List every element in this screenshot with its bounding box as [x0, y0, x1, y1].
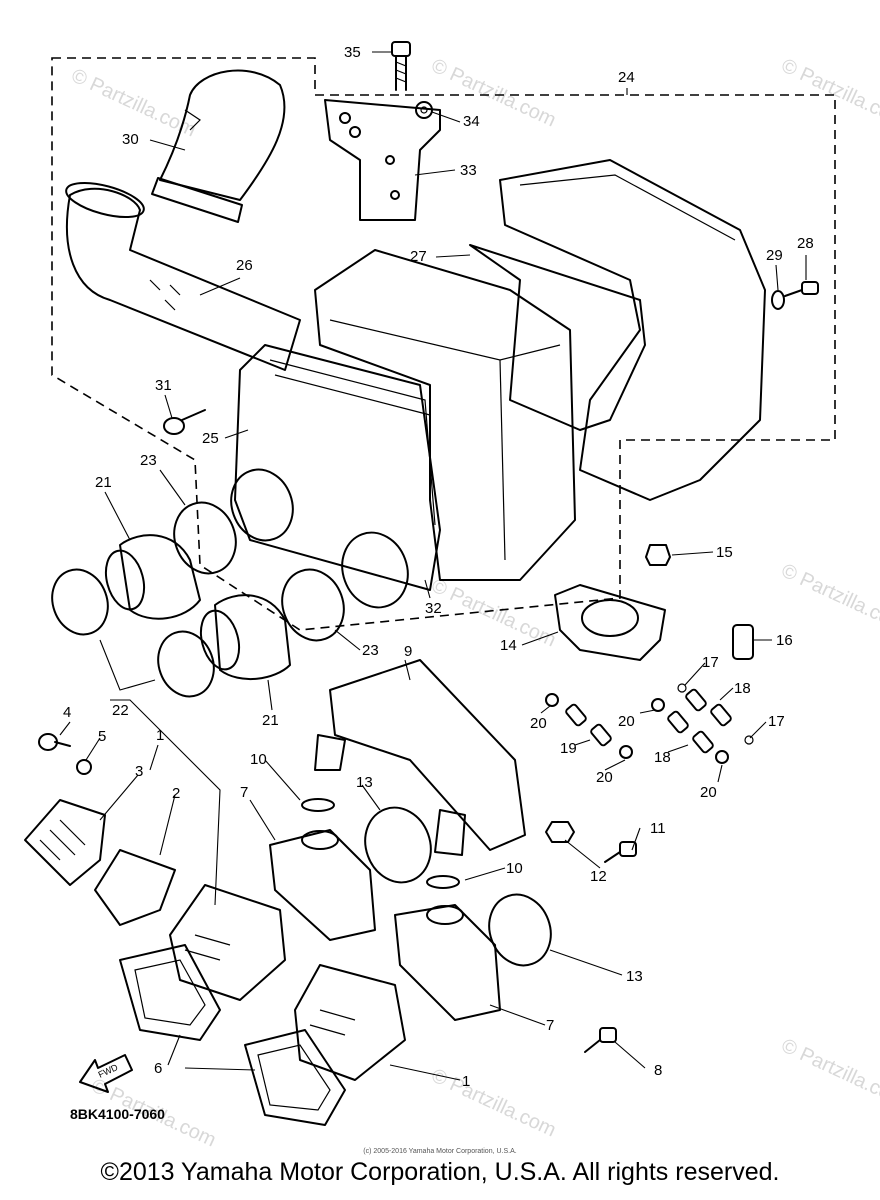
callout-20b: 20 [618, 713, 635, 730]
boots-21 [104, 534, 291, 681]
callout-26: 26 [236, 257, 253, 274]
reed-petal-3 [24, 799, 106, 886]
nut-12 [545, 821, 575, 843]
callout-21a: 21 [95, 474, 112, 491]
watermark: © Partzilla.com [778, 55, 880, 132]
watermark: © Partzilla.com [428, 575, 559, 652]
callout-17b: 17 [768, 713, 785, 730]
callout-34: 34 [463, 113, 480, 130]
callout-3: 3 [135, 763, 143, 780]
stopper-2 [94, 849, 176, 926]
callouts: 35 24 34 30 33 28 29 27 26 31 25 23 21 1… [63, 44, 814, 1090]
part-code: 8BK4100-7060 [70, 1106, 165, 1122]
washer-29 [771, 290, 785, 310]
nut-15 [645, 544, 671, 566]
leader-lines [59, 51, 807, 1081]
nut-34 [415, 101, 433, 119]
joints-7 [269, 829, 501, 1021]
callout-11: 11 [650, 820, 666, 837]
clamps-13 [364, 806, 552, 967]
o-rings-10 [301, 798, 460, 889]
callout-18b: 18 [654, 749, 671, 766]
manifold-9 [314, 659, 526, 856]
bolt-8 [584, 1027, 617, 1053]
small-copyright: (c) 2005-2016 Yamaha Motor Corporation, … [363, 1148, 517, 1155]
callout-10a: 10 [250, 751, 267, 768]
callout-19: 19 [560, 740, 577, 757]
callout-8: 8 [654, 1062, 662, 1079]
assembly-boundary [51, 57, 836, 631]
watermarks: © Partzilla.com © Partzilla.com © Partzi… [68, 55, 880, 1152]
airbox-cover-25 [234, 344, 441, 591]
reed-valve-1b [294, 964, 406, 1081]
callout-23b: 23 [362, 642, 379, 659]
callout-33: 33 [460, 162, 477, 179]
callout-20a: 20 [530, 715, 547, 732]
watermark: © Partzilla.com [68, 65, 199, 142]
callout-32: 32 [425, 600, 442, 617]
watermark: © Partzilla.com [428, 55, 559, 132]
clamps-22 [51, 568, 215, 698]
hose-clamps [545, 683, 754, 764]
bolt-11 [604, 841, 637, 863]
duct-30 [151, 69, 286, 223]
watermark: © Partzilla.com [778, 560, 880, 637]
callout-21b: 21 [262, 712, 279, 729]
intake-tube-26 [65, 181, 301, 371]
hoses [565, 688, 732, 754]
bracket-33 [324, 99, 441, 221]
callout-28: 28 [797, 235, 814, 252]
watermark: © Partzilla.com [428, 1065, 559, 1142]
callout-1b: 1 [462, 1073, 470, 1090]
gasket-27 [469, 244, 646, 431]
callout-16: 16 [776, 632, 793, 649]
callout-22: 22 [112, 702, 129, 719]
callout-14: 14 [500, 637, 517, 654]
callout-9: 9 [404, 643, 412, 660]
callout-31: 31 [155, 377, 172, 394]
callout-35: 35 [344, 44, 361, 61]
screw-31 [163, 409, 206, 435]
callout-7b: 7 [546, 1017, 554, 1034]
bolt-35 [391, 41, 411, 91]
reed-valve-1a [169, 884, 286, 1001]
washer-5 [76, 759, 92, 775]
callout-27: 27 [410, 248, 427, 265]
callout-7a: 7 [240, 784, 248, 801]
callout-13a: 13 [356, 774, 373, 791]
callout-12: 12 [590, 868, 607, 885]
callout-6: 6 [154, 1060, 162, 1077]
callout-5: 5 [98, 728, 106, 745]
screw-28 [784, 281, 819, 297]
callout-2: 2 [172, 785, 180, 802]
callout-30: 30 [122, 131, 139, 148]
plate-14 [554, 584, 666, 661]
callout-15: 15 [716, 544, 733, 561]
callout-4: 4 [63, 704, 71, 721]
callout-18a: 18 [734, 680, 751, 697]
bolt-4 [38, 733, 71, 751]
callout-29: 29 [766, 247, 783, 264]
callout-20c: 20 [596, 769, 613, 786]
callout-25: 25 [202, 430, 219, 447]
callout-17a: 17 [702, 654, 719, 671]
gaskets-6 [119, 944, 346, 1126]
watermark: © Partzilla.com [778, 1035, 880, 1112]
airbox-ports [230, 468, 409, 609]
callout-10b: 10 [506, 860, 523, 877]
airbox-lid-24 [499, 159, 766, 501]
airbox-case-32 [314, 249, 576, 581]
callout-13b: 13 [626, 968, 643, 985]
clamps-23 [173, 501, 345, 642]
callout-1a: 1 [156, 727, 164, 744]
callout-20d: 20 [700, 784, 717, 801]
filter-16 [732, 624, 754, 660]
callout-24: 24 [618, 69, 635, 86]
callout-23a: 23 [140, 452, 157, 469]
copyright-footer: ©2013 Yamaha Motor Corporation, U.S.A. A… [100, 1158, 780, 1186]
